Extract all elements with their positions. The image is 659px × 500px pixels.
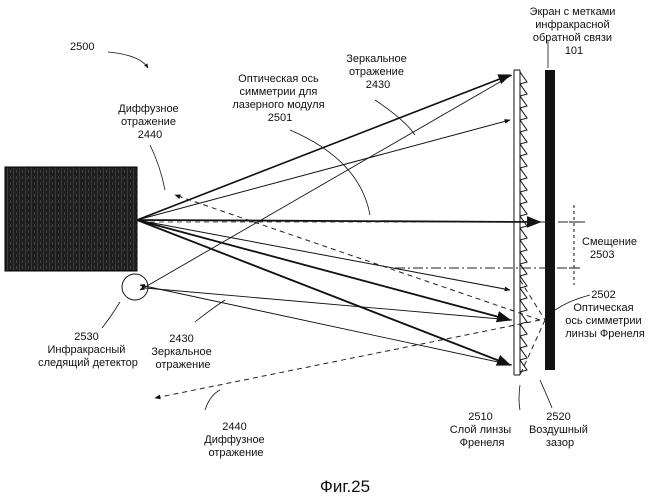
ir-feedback-screen	[545, 70, 555, 370]
label-optical-axis-laser: Оптическая ось симметрии для лазерного м…	[232, 73, 327, 124]
laser-rays	[137, 75, 540, 365]
label-air-gap: 2520 Воздушный зазор	[529, 411, 591, 449]
label-screen: Экран с метками инфракрасной обратной св…	[530, 6, 619, 57]
label-diffuse-top: Диффузное отражение 2440	[118, 103, 182, 141]
label-detector: 2530 Инфракрасный следящий детектор	[38, 331, 138, 369]
label-specular-bottom: 2430 Зеркальное отражение	[151, 333, 215, 371]
ir-detector-circle	[122, 274, 148, 300]
label-offset: Смещение 2503	[582, 236, 640, 261]
label-fresnel-layer: 2510 Слой линзы Френеля	[450, 411, 514, 449]
label-specular-top: Зеркальное отражение 2430	[346, 53, 410, 91]
label-fresnel-axis: 2502 Оптическая ось симметрии линзы Френ…	[565, 289, 644, 340]
label-diffuse-bottom: 2440 Диффузное отражение	[204, 421, 268, 459]
figure-caption: Фиг.25	[320, 477, 370, 496]
laser-module	[5, 167, 137, 271]
label-2500: 2500	[70, 41, 94, 53]
offset-marker	[569, 205, 579, 285]
